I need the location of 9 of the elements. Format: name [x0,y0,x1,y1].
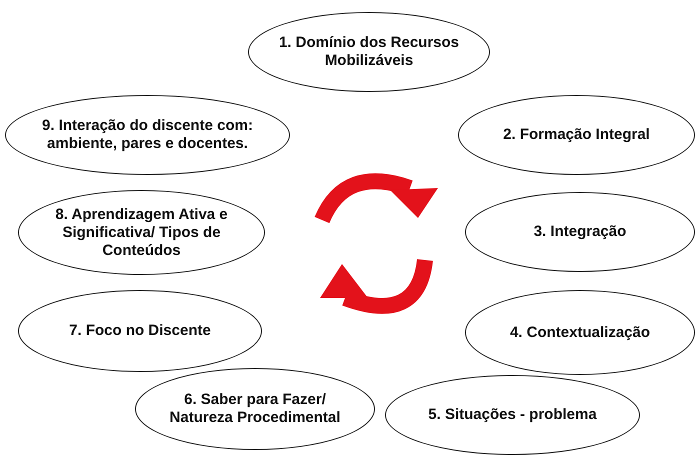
node-label: 7. Foco no Discente [69,322,211,340]
node-label: 3. Integração [534,223,626,241]
node-label: 4. Contextualização [510,324,650,342]
node-label: 2. Formação Integral [503,126,650,144]
node-label: 9. Interação do discente com: ambiente, pares e docentes. [41,117,254,153]
node-label: 8. Aprendizagem Ativa e Significativa/ Tipos de Conteúdos [54,206,229,260]
node-label: 1. Domínio dos Recursos Mobilizáveis [278,34,460,70]
node-label: 6. Saber para Fazer/ Natureza Procedimental [168,391,342,427]
node-label: 5. Situações - problema [428,406,597,424]
